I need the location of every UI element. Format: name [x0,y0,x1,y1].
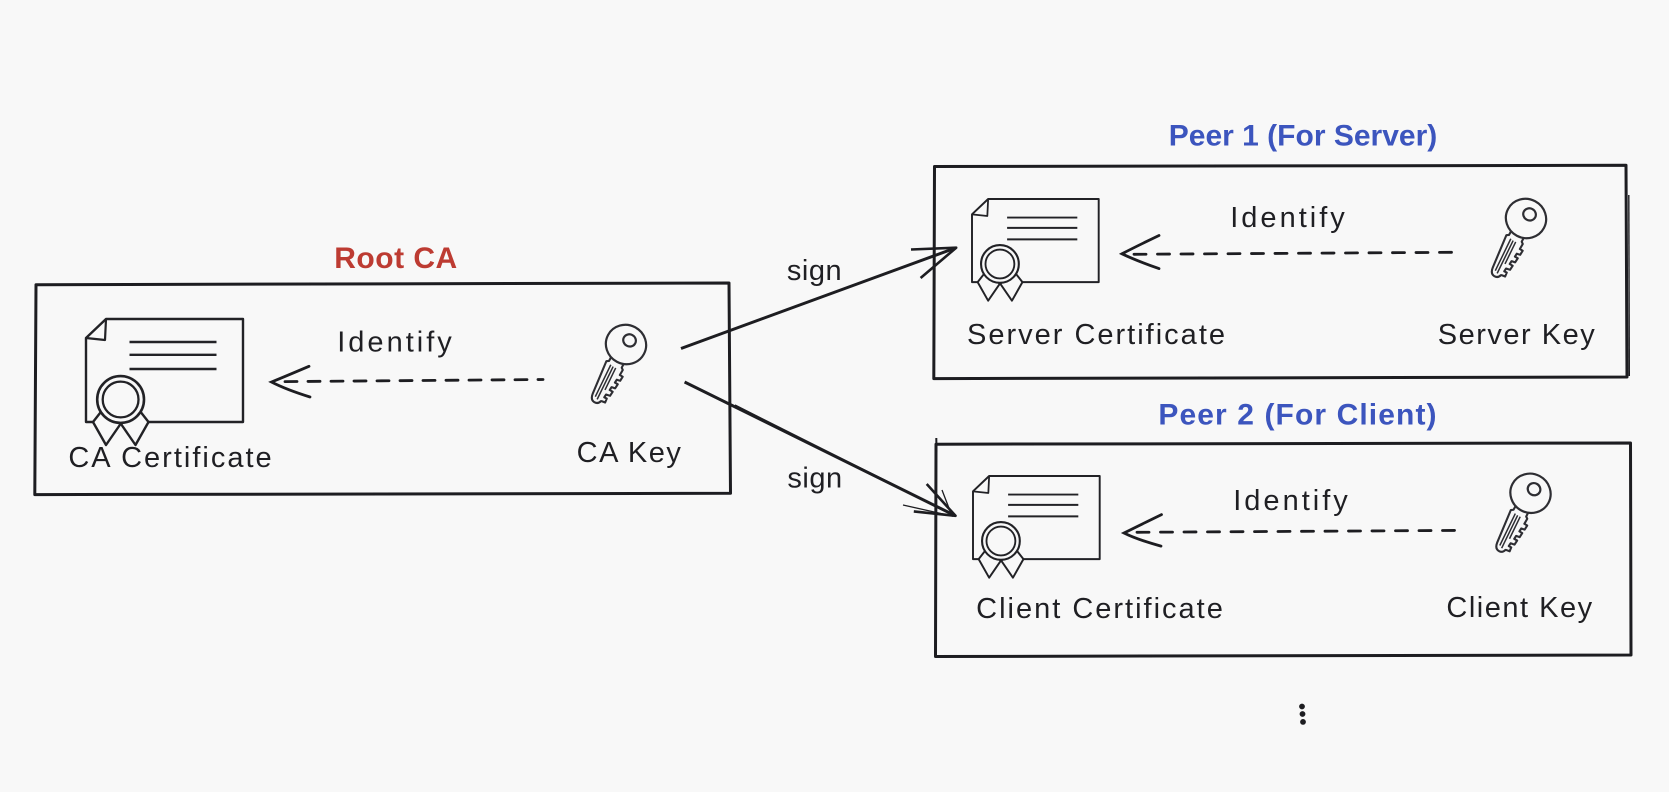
svg-text:Server Certificate: Server Certificate [967,319,1227,351]
svg-text:sign: sign [787,463,842,495]
svg-text:sign: sign [787,255,842,287]
svg-text:Identify: Identify [1233,485,1351,517]
svg-text:Client Key: Client Key [1446,592,1593,624]
svg-text:CA Key: CA Key [577,437,683,469]
svg-text:Identify: Identify [1230,202,1348,234]
svg-text:CA Certificate: CA Certificate [68,442,273,474]
svg-text:Client Certificate: Client Certificate [976,593,1225,625]
svg-text:Server Key: Server Key [1438,319,1596,351]
svg-text:Peer 2 (For Client): Peer 2 (For Client) [1158,399,1437,432]
svg-text:Root CA: Root CA [334,242,457,275]
svg-text:Identify: Identify [337,327,455,359]
svg-text:Peer 1 (For Server): Peer 1 (For Server) [1169,120,1437,153]
